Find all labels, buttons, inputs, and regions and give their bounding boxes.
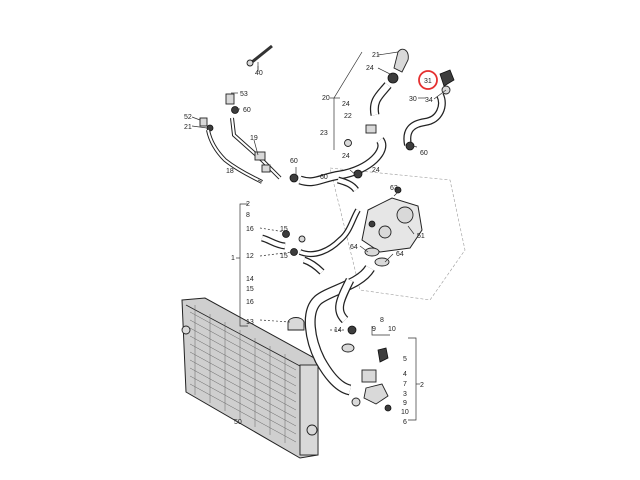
label-60: 60: [420, 150, 428, 157]
label-6: 6: [403, 419, 407, 426]
label-23: 23: [320, 130, 328, 137]
part-10-flange: [361, 369, 377, 383]
hose-upper-radiator: [335, 277, 355, 324]
label-8: 8: [246, 212, 250, 219]
label-63: 63: [390, 185, 398, 192]
label-34: 34: [425, 97, 433, 104]
label-24: 24: [342, 101, 350, 108]
part-13: [287, 317, 305, 331]
label-50: 50: [234, 419, 242, 426]
part-21-connector: [393, 48, 409, 73]
label-12: 12: [246, 253, 254, 260]
part-64-ring: [364, 247, 390, 267]
label-13: 13: [246, 319, 254, 326]
part-labels: 40 21 24 31 30 34 53 60 20 24 52 21 22 1…: [184, 52, 433, 426]
label-5: 5: [403, 356, 407, 363]
label-7: 7: [403, 381, 407, 388]
label-16: 16: [246, 226, 254, 233]
part-9-clamp: [341, 325, 357, 353]
part-24-clip-a: [387, 72, 399, 84]
label-10: 10: [388, 326, 396, 333]
hose-18: [206, 129, 263, 184]
label-51: 51: [417, 233, 425, 240]
part-53: [225, 93, 235, 105]
leader-lines: [191, 51, 447, 421]
part-60-clamp: [231, 106, 239, 114]
part-52: [199, 117, 214, 132]
label-52: 52: [184, 114, 192, 121]
label-24: 24: [342, 153, 350, 160]
label-9: 9: [372, 326, 376, 333]
engine-outline: [329, 167, 466, 301]
part-6-ring: [384, 404, 392, 412]
pipe-19: [230, 117, 282, 180]
label-20: 20: [322, 95, 330, 102]
label-60: 60: [320, 174, 328, 181]
label-4: 4: [403, 371, 407, 378]
label-53: 53: [240, 91, 248, 98]
label-10: 10: [401, 409, 409, 416]
label-30: 30: [409, 96, 417, 103]
label-2: 2: [246, 201, 250, 208]
label-2: 2: [420, 382, 424, 389]
label-19: 19: [250, 135, 258, 142]
part-7-clip: [351, 397, 361, 407]
label-22: 22: [344, 113, 352, 120]
label-60: 60: [243, 107, 251, 114]
label-15: 15: [280, 253, 288, 260]
hose-14: [302, 256, 325, 275]
part-31-connector: [439, 69, 455, 95]
label-64: 64: [396, 251, 404, 258]
label-18: 18: [226, 168, 234, 175]
highlight-circle-31: [418, 70, 438, 90]
hose-16: [261, 230, 306, 250]
hose-12: [290, 208, 361, 258]
label-60: 60: [290, 158, 298, 165]
label-64: 64: [350, 244, 358, 251]
hose-30: [403, 93, 446, 151]
radiator: [181, 297, 319, 459]
label-21: 21: [372, 52, 380, 59]
part-40-clip: [246, 44, 273, 70]
label-31: 31: [424, 78, 432, 85]
label-14: 14: [334, 327, 342, 334]
label-15: 15: [280, 226, 288, 233]
label-21: 21: [184, 124, 192, 131]
coolant-pump-housing-51: [361, 186, 423, 253]
label-9: 9: [403, 400, 407, 407]
label-40: 40: [255, 70, 263, 77]
label-1: 1: [231, 255, 235, 262]
label-3: 3: [403, 391, 407, 398]
label-24: 24: [366, 65, 374, 72]
part-3-connector: [363, 383, 389, 405]
label-8: 8: [380, 317, 384, 324]
hose-24-lower: [337, 169, 363, 193]
label-15: 15: [246, 286, 254, 293]
hose-20: [289, 82, 392, 187]
label-16: 16: [246, 299, 254, 306]
part-8-sensor: [377, 347, 389, 363]
label-24: 24: [372, 167, 380, 174]
label-14: 14: [246, 276, 254, 283]
